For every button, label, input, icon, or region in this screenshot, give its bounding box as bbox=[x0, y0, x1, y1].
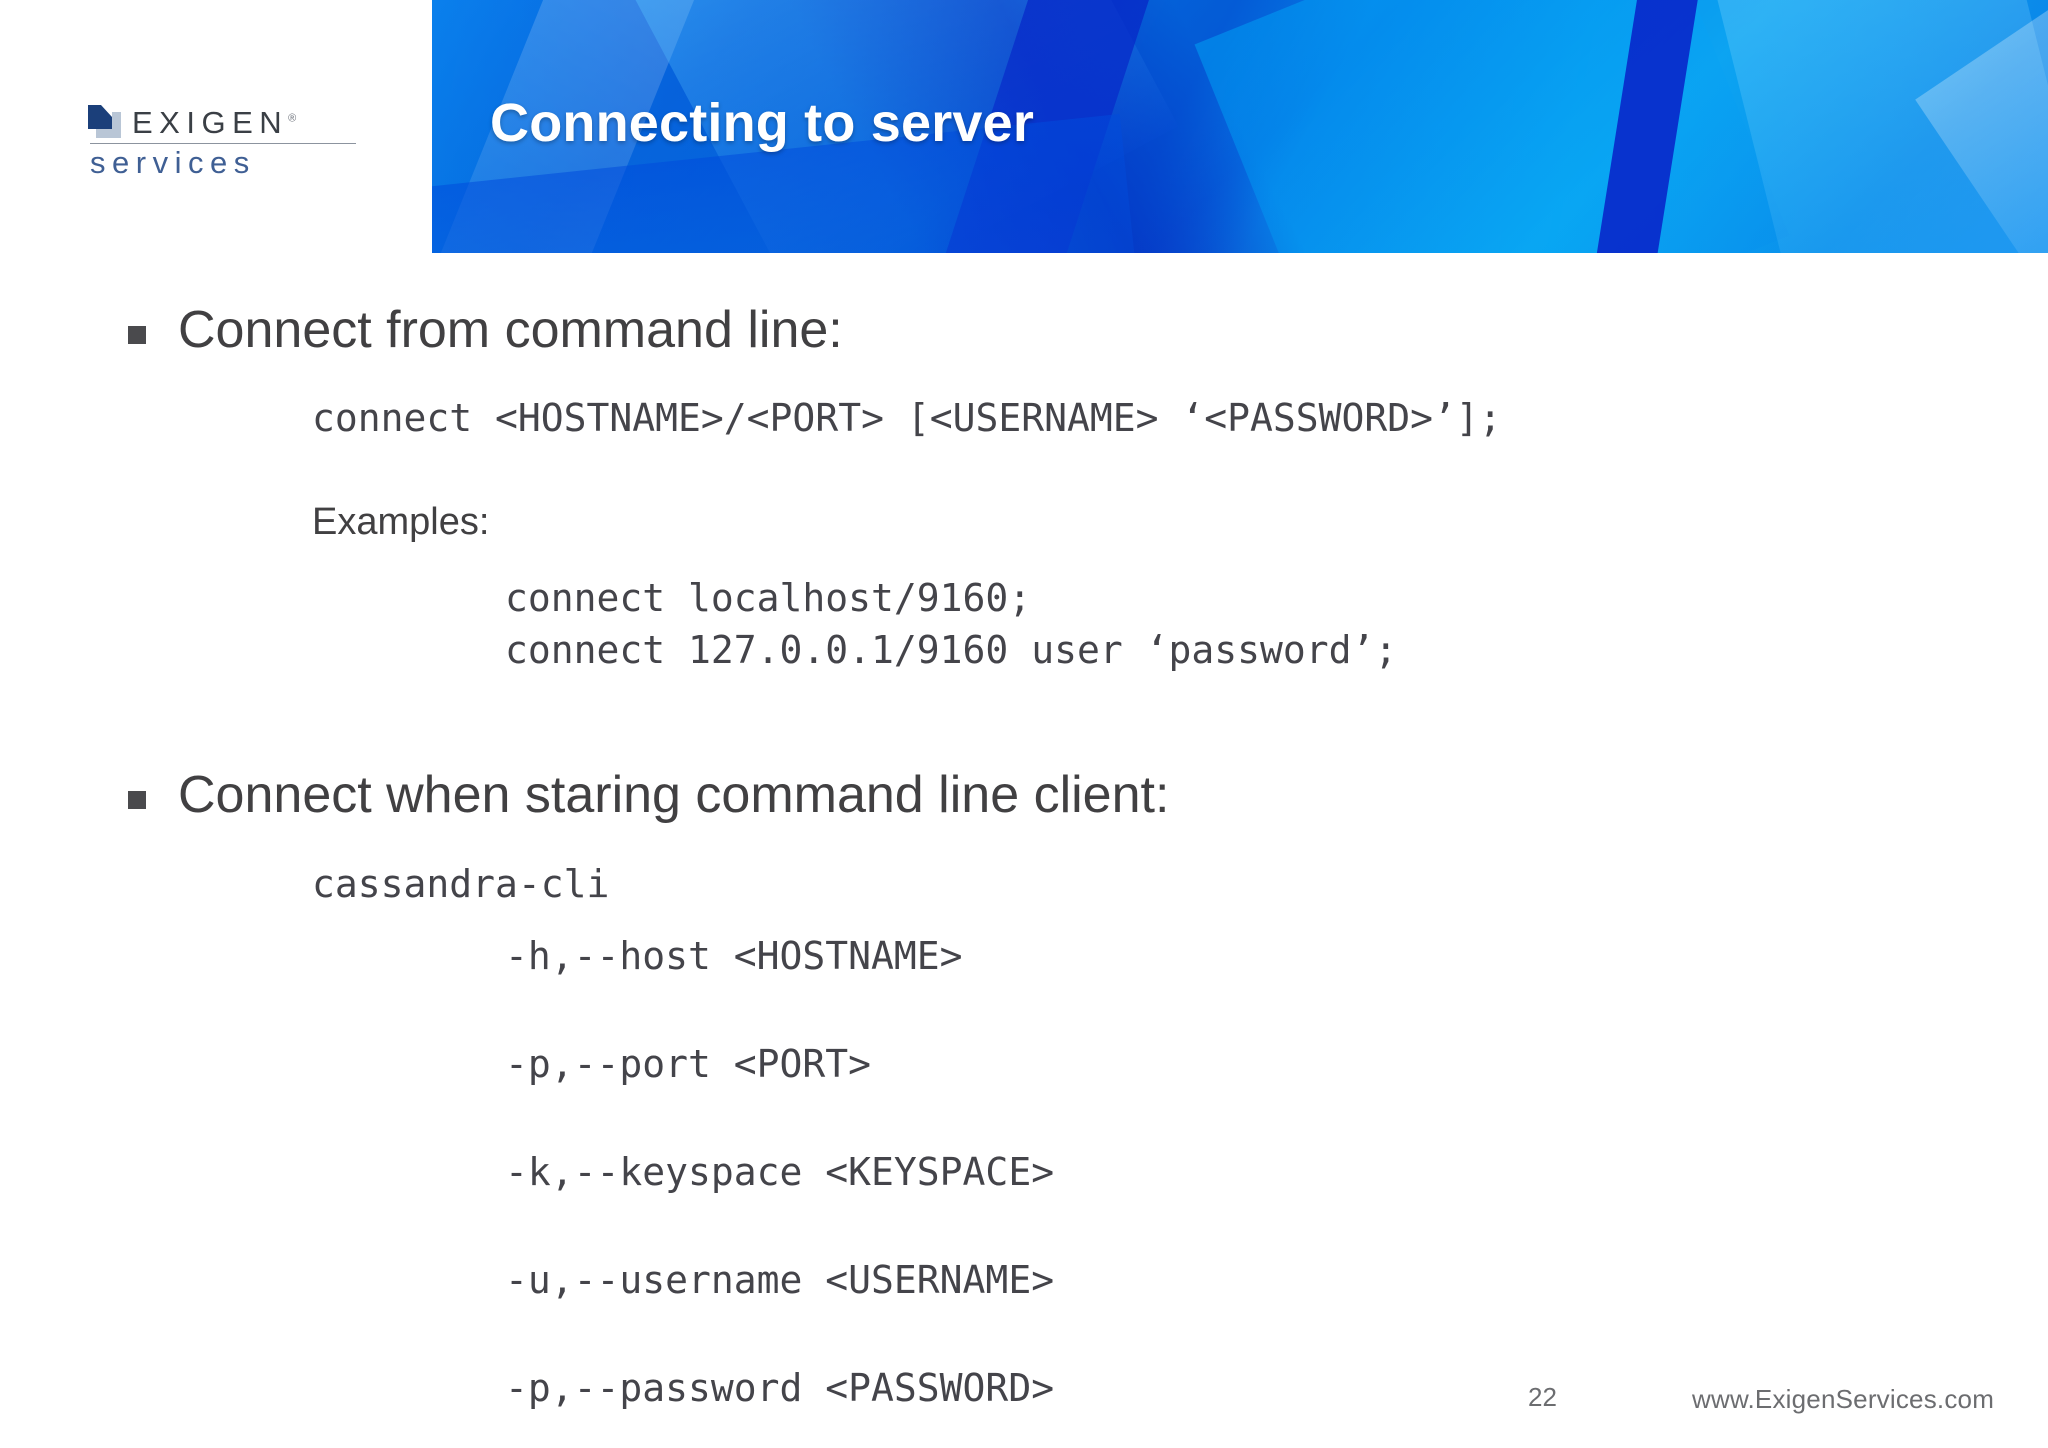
cli-option-host: -h,--host <HOSTNAME> bbox=[505, 933, 963, 978]
cli-option-port: -p,--port <PORT> bbox=[505, 1041, 872, 1086]
example-line: connect localhost/9160; bbox=[505, 576, 1032, 621]
logo-subtext: services bbox=[90, 145, 256, 180]
cli-option-keyspace: -k,--keyspace <KEYSPACE> bbox=[505, 1149, 1055, 1194]
page-number: 22 bbox=[1528, 1382, 1557, 1412]
page-title: Connecting to server bbox=[490, 93, 1035, 153]
logo-wordmark-text: EXIGEN bbox=[132, 104, 289, 140]
logo-wordmark: EXIGEN® bbox=[132, 107, 296, 138]
exigen-services-logo: EXIGEN® services bbox=[88, 105, 358, 180]
banner-streak-icon bbox=[1194, 0, 1790, 253]
bullet-item-connect-from-command-line: Connect from command line: bbox=[128, 300, 2048, 361]
bullet-label: Connect from command line: bbox=[178, 301, 843, 359]
registered-trademark-icon: ® bbox=[288, 112, 297, 125]
examples-label: Examples: bbox=[312, 501, 490, 544]
slide-footer: 22 www.ExigenServices.com bbox=[0, 1382, 2048, 1426]
example-line: connect 127.0.0.1/9160 user ‘password’; bbox=[505, 628, 1398, 673]
exigen-mark-icon bbox=[88, 105, 122, 139]
bullet-square-icon bbox=[128, 326, 146, 344]
footer-url: www.ExigenServices.com bbox=[1692, 1384, 1995, 1414]
bullet-label: Connect when staring command line client… bbox=[178, 766, 1170, 825]
command-line-cassandra-cli: cassandra-cli bbox=[312, 861, 610, 906]
cli-option-username: -u,--username <USERNAME> bbox=[505, 1257, 1055, 1302]
logo-top-row: EXIGEN® bbox=[88, 105, 358, 139]
cli-option-password: -p,--password <PASSWORD> bbox=[505, 1365, 1055, 1410]
logo-divider bbox=[90, 143, 356, 144]
bullet-item-connect-when-starting-client: Connect when staring command line client… bbox=[128, 765, 2048, 826]
slide-body: Connect from command line: connect <HOST… bbox=[0, 300, 2048, 1407]
bullet-square-icon bbox=[128, 791, 146, 810]
syntax-line-connect: connect <HOSTNAME>/<PORT> [<USERNAME> ‘<… bbox=[312, 396, 1502, 441]
header-banner bbox=[432, 0, 2048, 253]
